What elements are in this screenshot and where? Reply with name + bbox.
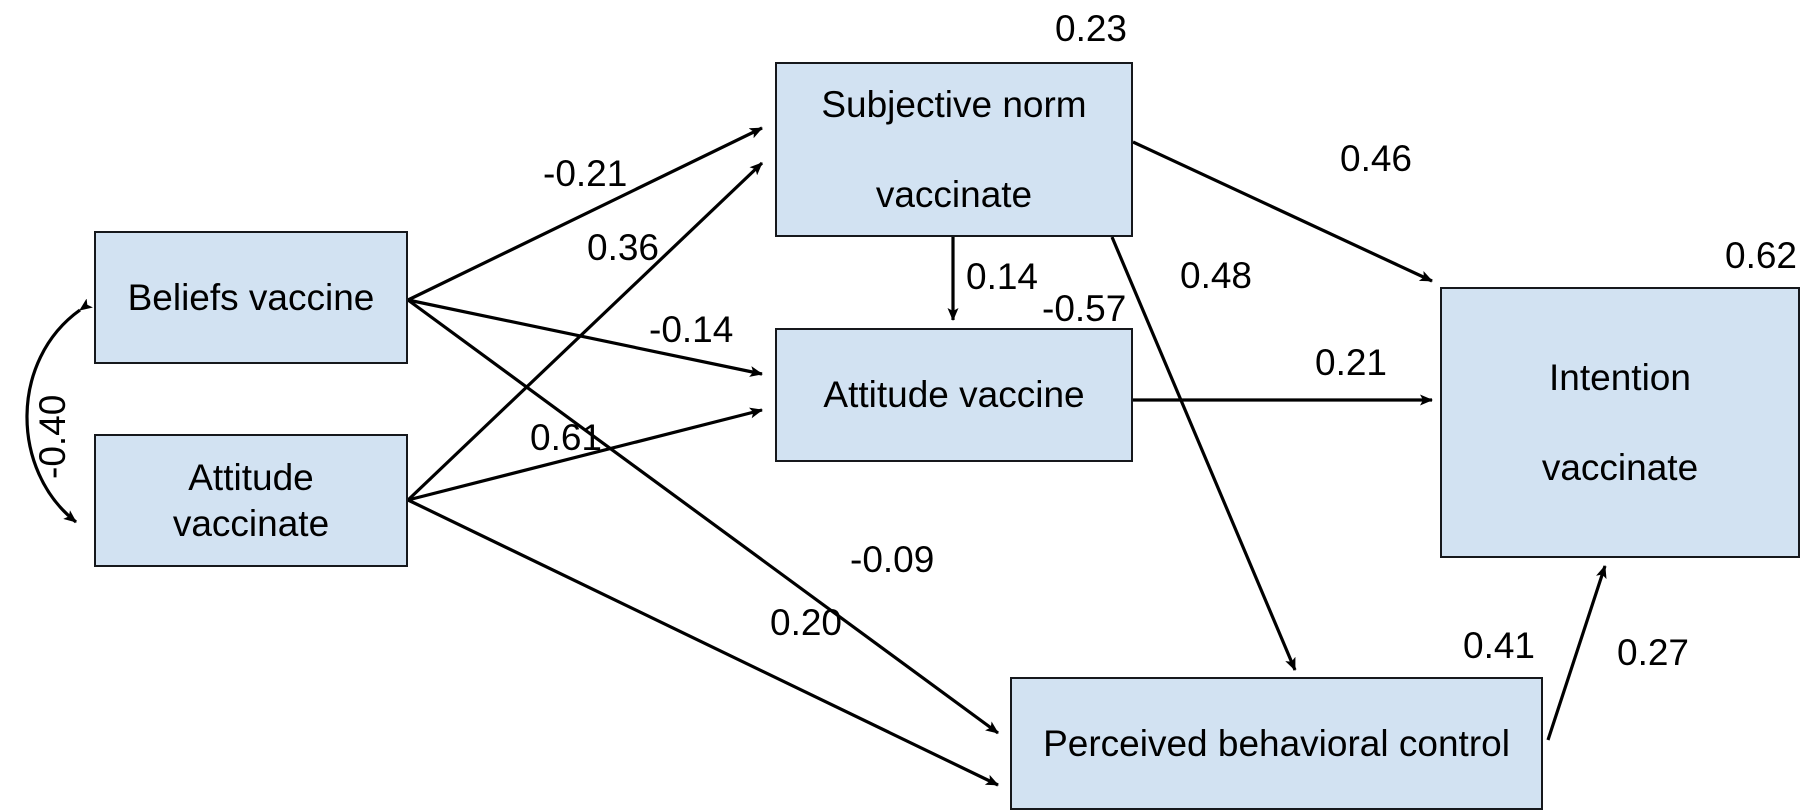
edge-beliefs-attitude-vaccinate-covariance bbox=[25, 298, 93, 524]
node-intention-vaccinate[interactable]: Intention vaccinate bbox=[1440, 287, 1800, 558]
node-label: Intention vaccinate bbox=[1522, 355, 1718, 490]
edge-label-pbc-to-intention: 0.27 bbox=[1617, 632, 1690, 673]
edge-label-beliefs-attitude-vaccinate-covariance: -0.40 bbox=[32, 394, 73, 479]
node-beliefs-vaccine[interactable]: Beliefs vaccine bbox=[94, 231, 408, 364]
r2-label-attitude-vaccine: -0.57 bbox=[1042, 288, 1127, 329]
node-label-line-1: Intention bbox=[1549, 356, 1691, 398]
edge-label-attitude-vaccinate-to-attitude-vaccine: 0.61 bbox=[530, 417, 603, 458]
node-label: Attitude vaccinate bbox=[172, 457, 330, 544]
node-label-line-1: Subjective norm bbox=[821, 83, 1087, 125]
node-subjective-norm-vaccinate[interactable]: Subjective norm vaccinate bbox=[775, 62, 1133, 237]
r2-label-intention: 0.62 bbox=[1725, 235, 1798, 276]
edge-beliefs-to-pbc bbox=[407, 298, 999, 735]
edge-beliefs-to-subjective-norm bbox=[407, 126, 763, 302]
edge-label-beliefs-to-subjective-norm: -0.21 bbox=[543, 153, 628, 194]
edge-label-attitude-vaccine-to-intention: 0.21 bbox=[1315, 342, 1388, 383]
node-attitude-vaccinate[interactable]: Attitude vaccinate bbox=[94, 434, 408, 567]
node-label-line-2: vaccinate bbox=[875, 174, 1033, 216]
edge-label-subjective-norm-to-intention: 0.46 bbox=[1340, 138, 1413, 179]
edge-attitude-vaccinate-to-pbc bbox=[407, 498, 999, 787]
edge-label-subjective-norm-to-attitude-vaccine: 0.14 bbox=[966, 256, 1039, 297]
node-label: Beliefs vaccine bbox=[127, 276, 375, 318]
edge-subjective-norm-to-intention bbox=[1132, 140, 1433, 283]
r2-label-pbc: 0.41 bbox=[1463, 625, 1536, 666]
node-perceived-behavioral-control[interactable]: Perceived behavioral control bbox=[1010, 677, 1543, 810]
r2-label-subjective-norm: 0.23 bbox=[1055, 8, 1128, 49]
node-label: Subjective norm vaccinate bbox=[801, 82, 1106, 217]
edge-subjective-norm-to-pbc bbox=[1110, 236, 1297, 671]
node-label: Perceived behavioral control bbox=[1043, 722, 1510, 764]
edge-label-beliefs-to-pbc: -0.09 bbox=[850, 539, 935, 580]
edge-label-beliefs-to-attitude-vaccine: -0.14 bbox=[649, 309, 734, 350]
node-attitude-vaccine[interactable]: Attitude vaccine bbox=[775, 328, 1133, 462]
edge-label-attitude-vaccinate-to-subjective-norm: 0.36 bbox=[587, 227, 660, 268]
edge-attitude-vaccinate-to-subjective-norm bbox=[406, 161, 764, 502]
edge-label-attitude-vaccinate-to-pbc: 0.20 bbox=[770, 602, 843, 643]
node-label: Attitude vaccine bbox=[823, 374, 1085, 416]
edge-pbc-to-intention bbox=[1546, 565, 1607, 741]
edge-label-subjective-norm-to-pbc: 0.48 bbox=[1180, 255, 1253, 296]
edge-attitude-vaccinate-to-attitude-vaccine bbox=[407, 407, 763, 502]
node-label-line-2: vaccinate bbox=[1541, 447, 1699, 489]
edge-beliefs-to-attitude-vaccine bbox=[407, 298, 763, 377]
